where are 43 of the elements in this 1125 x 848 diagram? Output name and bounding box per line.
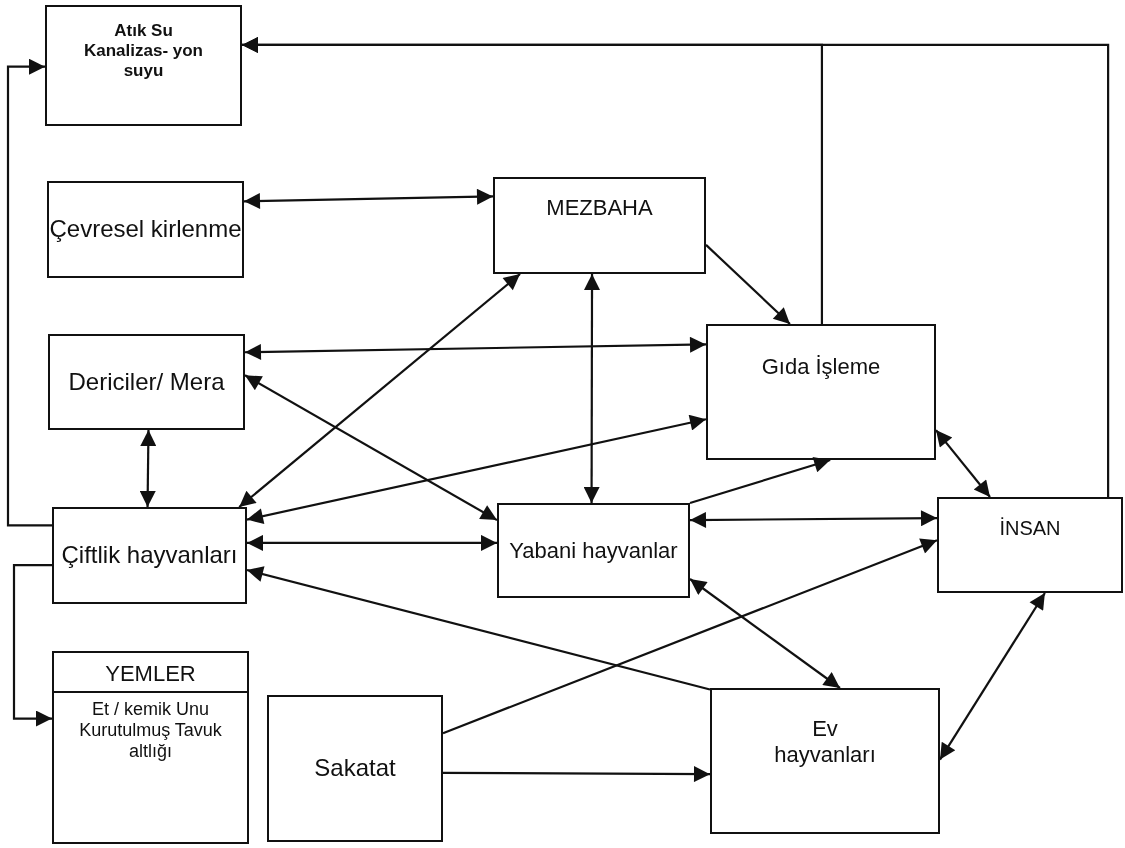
elbow-arrow (6, 58, 52, 527)
arrow (935, 429, 991, 498)
node-label: Çevresel kirlenme (49, 215, 242, 244)
table-header: YEMLER (54, 653, 247, 693)
arrow (243, 188, 494, 210)
arrow (442, 538, 938, 735)
arrow (690, 510, 937, 528)
process-box (48, 334, 245, 430)
arrow (246, 414, 707, 524)
arrow (238, 273, 521, 508)
node-label: Dericiler/ Mera (68, 367, 225, 397)
table-box (52, 651, 249, 844)
process-box (710, 688, 940, 834)
process-box (937, 497, 1123, 593)
arrow (689, 578, 841, 689)
elbow-arrow (242, 36, 823, 324)
elbow-arrow (12, 564, 52, 727)
node-label: İNSAN (999, 517, 1061, 541)
process-box (47, 181, 244, 278)
arrow (443, 766, 710, 783)
arrow (939, 592, 1046, 761)
arrow (245, 336, 706, 360)
process-box (45, 5, 242, 126)
process-box (267, 695, 443, 842)
process-box (493, 177, 706, 274)
node-label: Yabani hayvanlar (509, 537, 678, 564)
arrow (244, 374, 498, 522)
process-box (52, 507, 247, 604)
node-label: Ev hayvanları (773, 716, 877, 768)
node-label: Çiftlik hayvanları (61, 541, 238, 570)
arrow (583, 274, 600, 503)
process-box (497, 503, 690, 598)
node-label: Gıda İşleme (761, 354, 881, 380)
arrow (246, 566, 711, 691)
node-label: Atık Su Kanalizas- yon suyu (83, 21, 204, 82)
node-label: Sakatat (314, 754, 396, 783)
node-label: MEZBAHA (546, 195, 653, 221)
arrow (689, 457, 831, 505)
process-box (706, 324, 936, 460)
arrow (139, 430, 157, 507)
arrow (247, 534, 497, 551)
node-label: Et / kemik Unu Kurutulmuş Tavuk altlığı (78, 697, 223, 763)
arrow (705, 244, 791, 325)
